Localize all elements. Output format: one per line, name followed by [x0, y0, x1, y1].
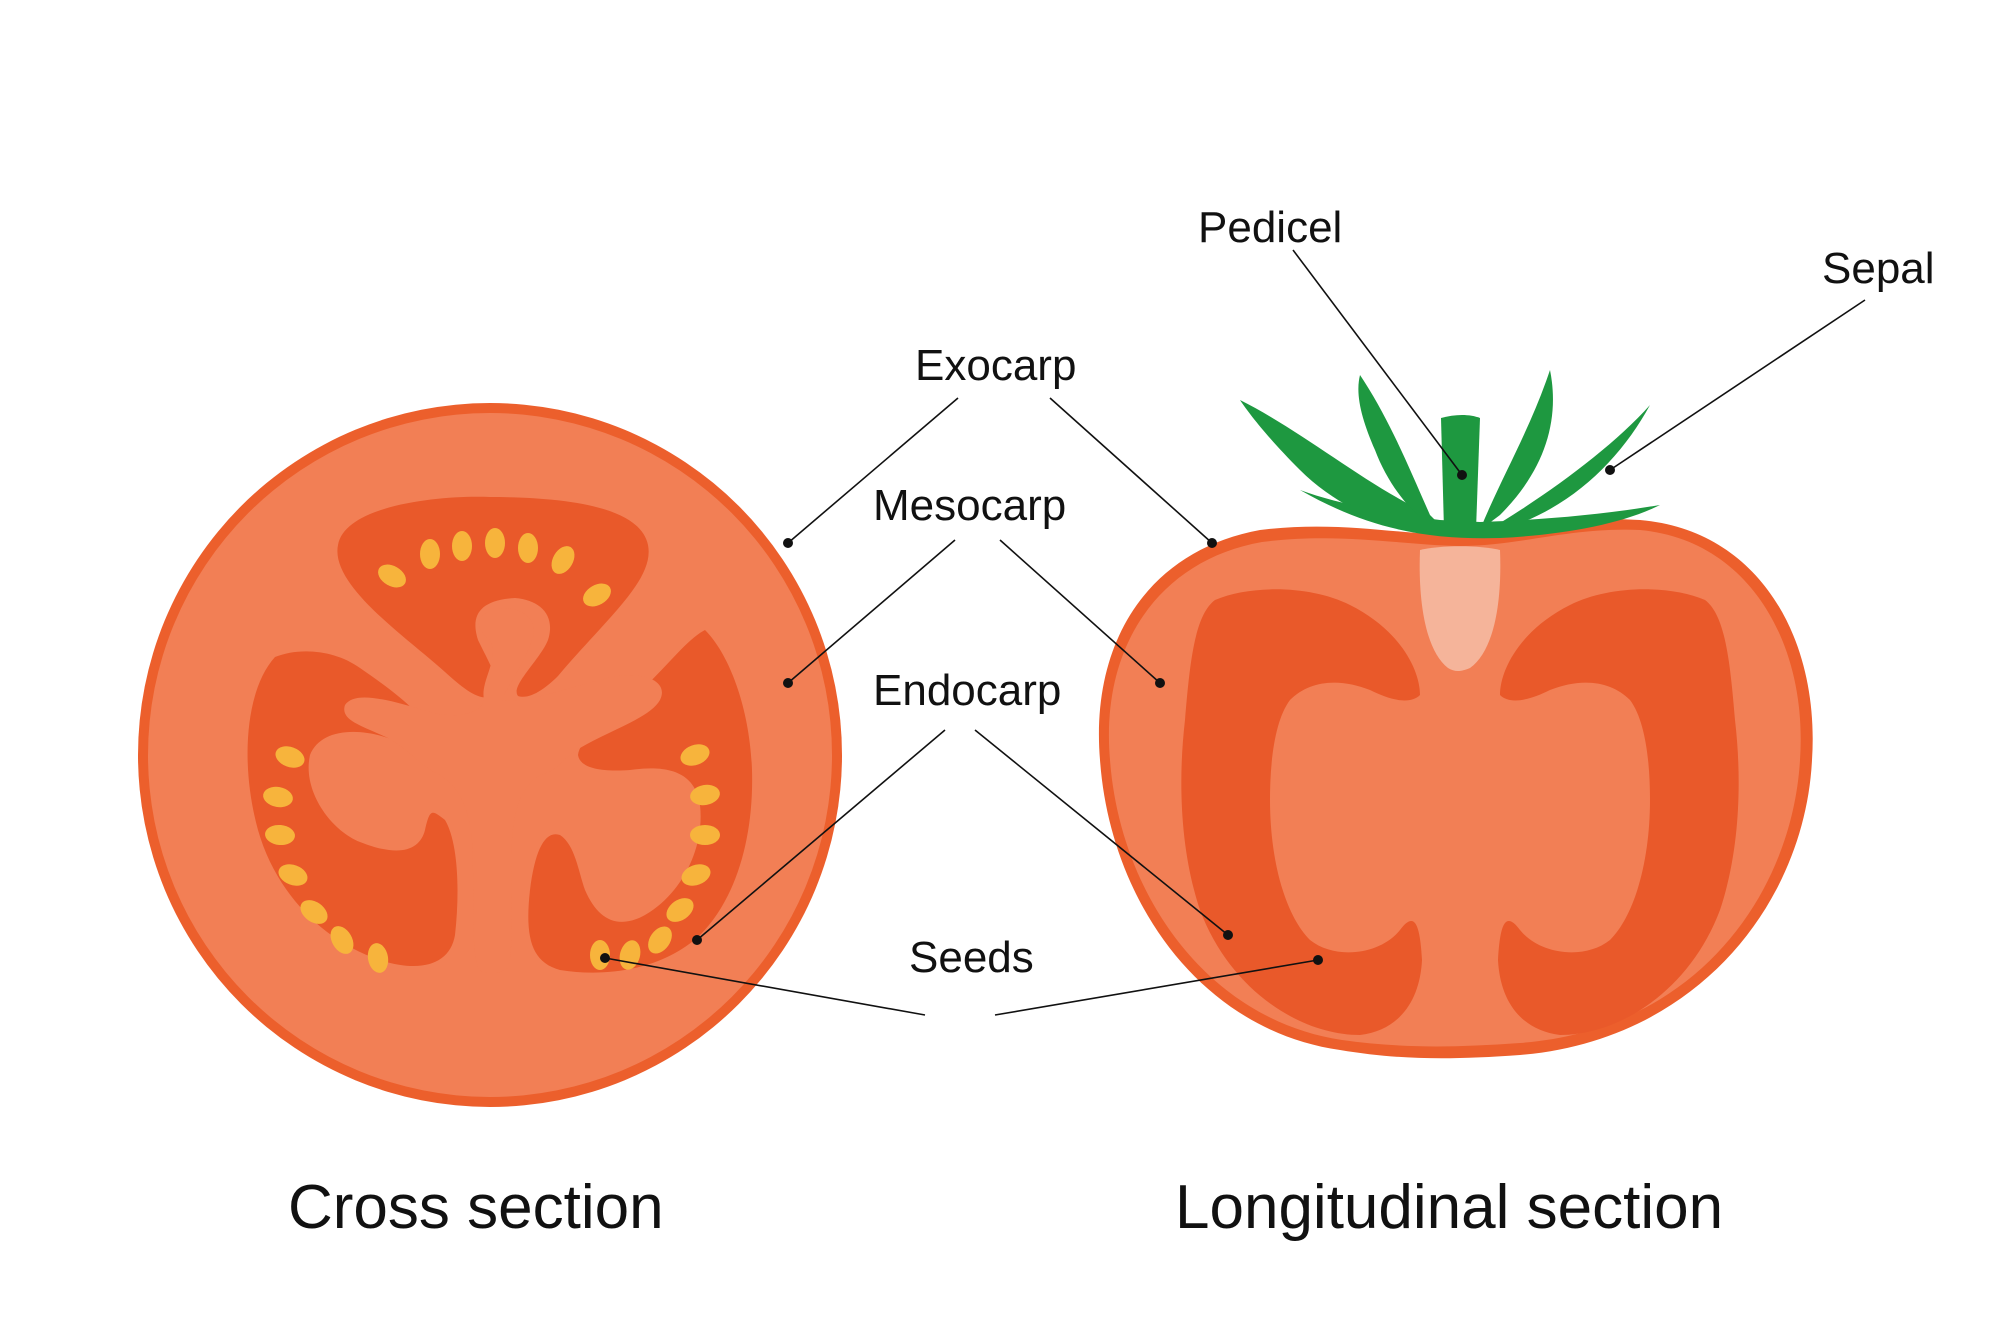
caption-longitudinal-section: Longitudinal section [1175, 1173, 1723, 1242]
caption-cross-section: Cross section [288, 1173, 664, 1242]
label-endocarp: Endocarp [873, 666, 1061, 715]
mesocarp-left-dot [783, 678, 793, 688]
longitudinal-section-tomato [1098, 370, 1813, 1059]
seeds-left-dot [600, 953, 610, 963]
label-exocarp: Exocarp [915, 341, 1076, 390]
long-locule-left [1181, 589, 1422, 1035]
label-seeds: Seeds [909, 933, 1034, 982]
exocarp-right-dot [1207, 538, 1217, 548]
endocarp-right-dot [1223, 930, 1233, 940]
mesocarp-right-dot [1155, 678, 1165, 688]
label-sepal: Sepal [1822, 244, 1935, 293]
cross-core [344, 608, 662, 974]
cross-section-tomato [138, 403, 842, 1107]
labels: Exocarp Mesocarp Endocarp Seeds Pedicel … [288, 203, 1935, 1242]
cross-locule-top [337, 496, 649, 698]
label-mesocarp: Mesocarp [873, 481, 1066, 530]
pedicel-dot [1457, 470, 1467, 480]
long-pith [1419, 546, 1501, 671]
sepal-dot [1605, 465, 1615, 475]
label-pedicel: Pedicel [1198, 203, 1342, 252]
cross-locule-right [528, 630, 753, 973]
endocarp-left-dot [692, 935, 702, 945]
long-locule-right [1498, 589, 1739, 1035]
long-sepals [1240, 370, 1660, 539]
exocarp-left-dot [783, 538, 793, 548]
leader-lines [600, 249, 1866, 1016]
seeds-right-dot [1313, 955, 1323, 965]
